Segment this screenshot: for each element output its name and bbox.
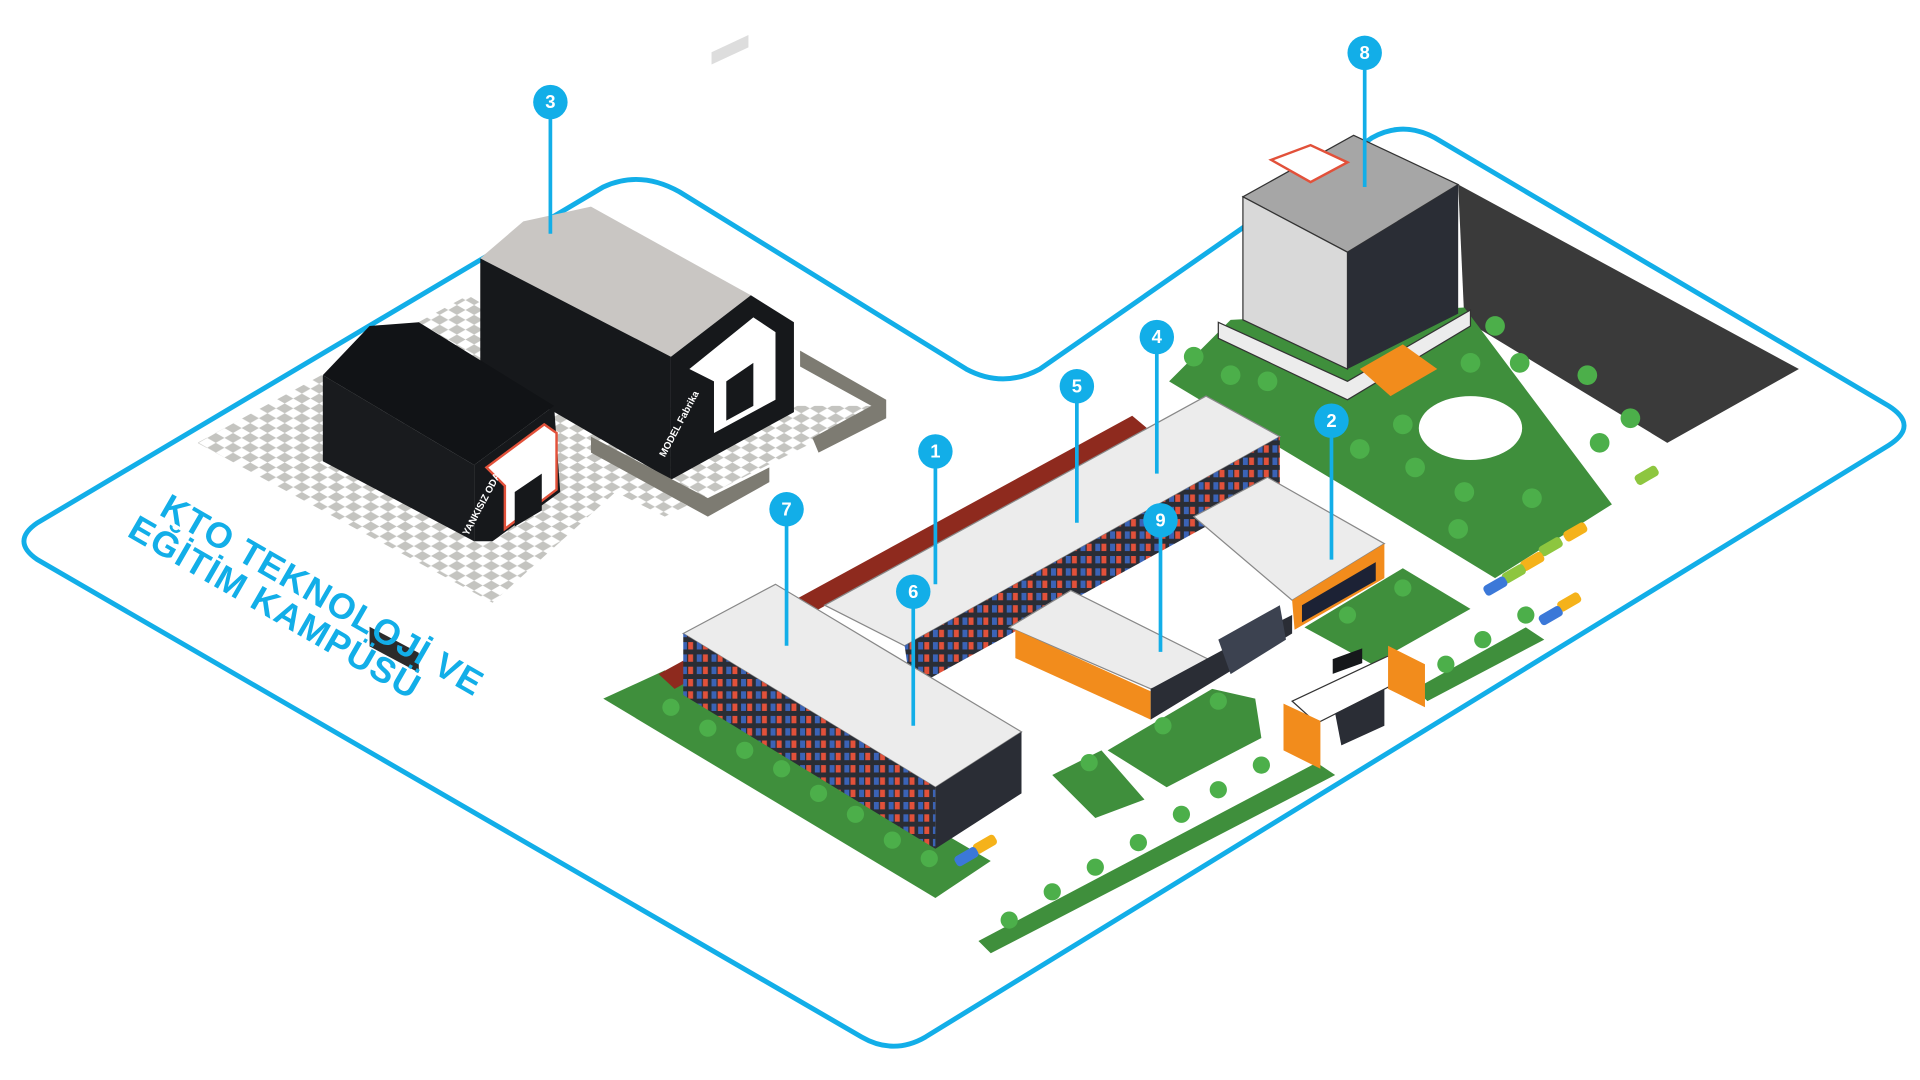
roundabout [1418,396,1523,461]
building-tower [1217,134,1472,401]
building-central [1007,589,1293,720]
pin-6[interactable]: 6 [896,574,931,609]
pin-label: 1 [930,441,940,462]
pin-5[interactable]: 5 [1059,369,1095,404]
pin-2[interactable]: 2 [1314,403,1349,438]
building-anechoic-room: YANKISIZ ODA [322,322,561,673]
lawn [1304,568,1471,665]
lawn [1107,688,1262,788]
pin-label: 9 [1155,509,1165,530]
pin-label: 5 [1072,375,1082,396]
building-main-block [823,395,1282,689]
pin-label: 7 [781,498,791,519]
building-west-block [681,583,1023,849]
lawn [1052,750,1145,818]
pin-9[interactable]: 9 [1143,503,1178,538]
pin-label: 8 [1360,42,1370,63]
map-pins [548,52,1367,726]
lawn [1169,307,1612,579]
pin-3[interactable]: 3 [533,84,568,120]
campus-boundary [21,126,1907,1049]
cars [954,465,1659,867]
pin-8[interactable]: 8 [1347,35,1382,71]
pin-7[interactable]: 7 [769,492,804,527]
planter [800,350,887,453]
pin-label: 4 [1152,326,1163,347]
parking-lot [1458,184,1799,443]
pin-4[interactable]: 4 [1139,319,1175,355]
pin-label: 2 [1326,410,1336,431]
trees [662,316,1641,929]
pin-label: 3 [545,91,555,112]
lawn [978,762,1336,954]
building-model-factory: MODEL Fabrika [480,35,794,480]
pin-label: 6 [908,581,918,602]
building-east-wing [1192,476,1386,630]
entrance-gate [1283,645,1425,769]
pin-1[interactable]: 1 [918,434,953,469]
planter [590,436,770,517]
lawn [1415,627,1545,702]
